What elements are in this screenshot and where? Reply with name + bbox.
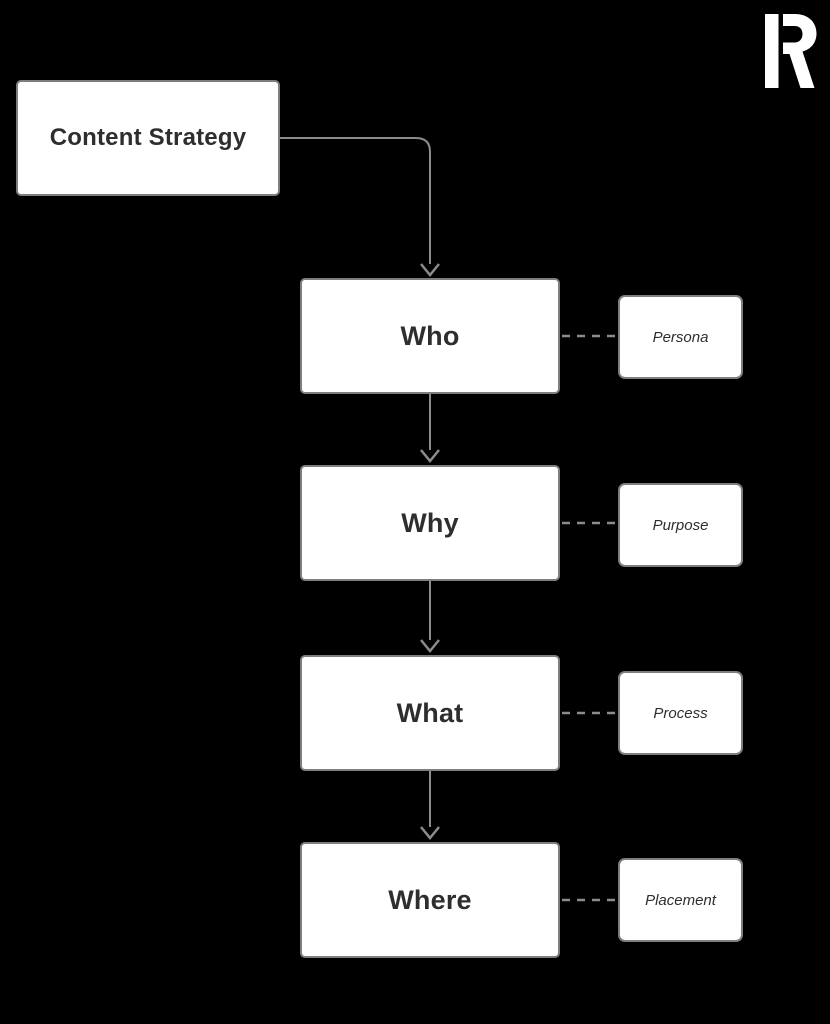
r-logo-stem xyxy=(765,14,779,88)
node-process-label: Process xyxy=(653,704,708,722)
node-why-label: Why xyxy=(401,507,459,538)
node-where-label: Where xyxy=(388,884,472,915)
node-who-label: Who xyxy=(400,320,460,351)
r-logo-bowl-leg xyxy=(783,14,817,88)
node-persona: Persona xyxy=(618,295,743,379)
arrowhead-who-to-why xyxy=(420,449,440,463)
node-purpose-label: Purpose xyxy=(652,516,709,534)
node-persona-label: Persona xyxy=(652,328,709,346)
node-why: Why xyxy=(300,465,560,581)
node-placement: Placement xyxy=(618,858,743,942)
r-logo-icon xyxy=(765,14,817,88)
node-what-label: What xyxy=(396,697,464,728)
node-who: Who xyxy=(300,278,560,394)
node-purpose: Purpose xyxy=(618,483,743,567)
arrowhead-root-to-who xyxy=(420,263,440,277)
node-where: Where xyxy=(300,842,560,958)
arrowhead-what-to-where xyxy=(420,826,440,840)
arrowhead-why-to-what xyxy=(420,639,440,653)
node-process: Process xyxy=(618,671,743,755)
node-what: What xyxy=(300,655,560,771)
node-content-strategy-label: Content Strategy xyxy=(49,124,247,151)
connector-root-to-who xyxy=(279,137,431,264)
node-content-strategy: Content Strategy xyxy=(16,80,280,196)
node-placement-label: Placement xyxy=(645,891,716,909)
